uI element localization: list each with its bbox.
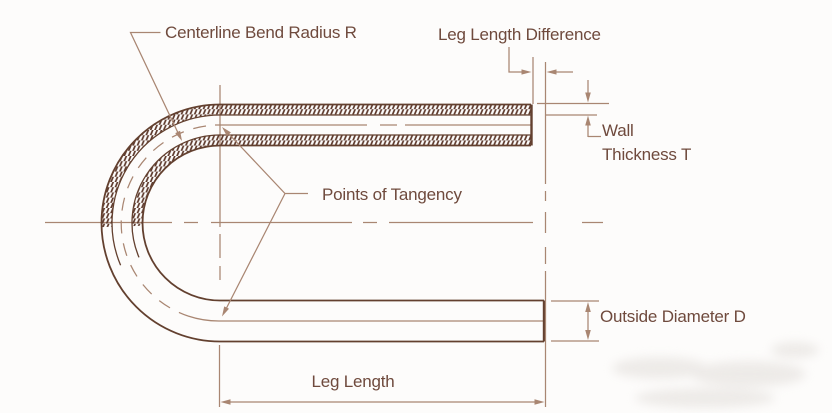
smudge	[771, 342, 819, 358]
outside-diameter-top-arrowhead-icon	[585, 302, 591, 312]
smudge	[690, 361, 806, 387]
bend-radius-leader-line	[129, 31, 181, 137]
tangency-lower-arrowhead-icon	[222, 306, 229, 317]
smudge	[612, 357, 708, 379]
tube-wall-band-top-inner	[220, 135, 531, 146]
outside-diameter-label: Outside Diameter D	[600, 307, 746, 326]
dim-wall-thickness: Wall Thickness T	[537, 80, 691, 164]
outside-diameter-bottom-arrowhead-icon	[585, 330, 591, 340]
leg-length-difference-leader	[508, 47, 522, 73]
leg-length-right-arrowhead-icon	[534, 399, 545, 405]
background-smudges	[612, 342, 819, 408]
tube-outline-outer	[100, 103, 544, 343]
tube-bore-outer-line	[111, 114, 531, 266]
tube-wall-band-top-outer	[220, 104, 531, 115]
leg-length-difference-right-arrowhead-icon	[546, 69, 557, 75]
tube-bore-inner-line	[131, 134, 531, 258]
tube-wall-band-bend-outer	[101, 104, 220, 228]
tangency-leader-lines	[225, 131, 308, 310]
dim-leg-length-difference: Leg Length Difference	[438, 25, 601, 407]
dim-outside-diameter: Outside Diameter D	[551, 300, 746, 342]
wall-thickness-label-line1: Wall	[602, 121, 634, 140]
leg-length-left-arrowhead-icon	[220, 399, 231, 405]
smudge	[635, 388, 775, 408]
wall-thickness-label-line2: Thickness T	[602, 145, 691, 164]
centerline-bend-radius-label: Centerline Bend Radius R	[165, 23, 357, 42]
leg-length-label: Leg Length	[311, 372, 394, 391]
wall-thickness-top-arrowhead-icon	[585, 92, 591, 103]
tube-centerline-bottom-leg	[187, 315, 543, 322]
tube-wall-band-bend-inner	[131, 135, 220, 227]
points-of-tangency-label: Points of Tangency	[322, 185, 462, 204]
wall-thickness-bottom-arrowhead-icon	[585, 115, 591, 126]
tube-outline-inner	[141, 144, 544, 302]
tube	[100, 103, 546, 343]
callout-points-of-tangency: Points of Tangency	[222, 127, 463, 317]
dim-leg-length: Leg Length	[218, 345, 545, 407]
wall-thickness-bottom-arrow-stem	[587, 125, 601, 138]
bend-radius-arrowhead-icon	[175, 130, 182, 141]
tangency-upper-arrowhead-icon	[222, 127, 231, 137]
leg-length-difference-label: Leg Length Difference	[438, 25, 601, 44]
callout-centerline-bend-radius: Centerline Bend Radius R	[129, 23, 357, 141]
leg-length-difference-left-arrowhead-icon	[521, 69, 532, 75]
